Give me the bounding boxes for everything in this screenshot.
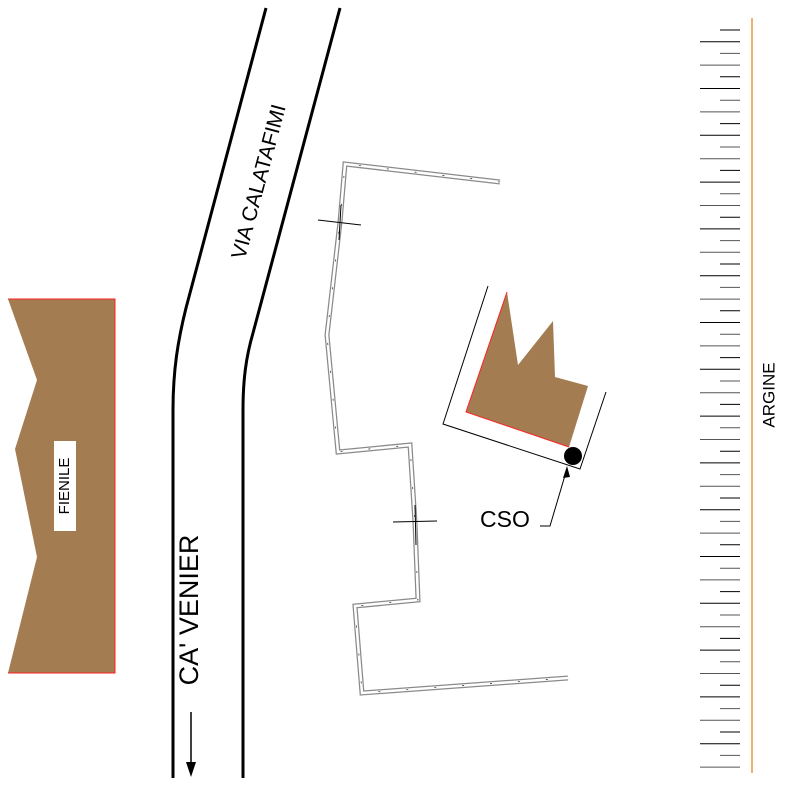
barn-fienile: FIENILE: [8, 298, 116, 674]
road-label-ca-venier: CA' VENIER: [174, 535, 204, 686]
road-edge-east: [241, 7, 342, 778]
arrow-down-icon: [186, 712, 196, 777]
embankment-label-argine: ARGINE: [759, 362, 778, 427]
barn-label: FIENILE: [56, 458, 73, 515]
embankment-ticks: [700, 29, 740, 768]
building-plot: [442, 285, 607, 470]
road-label-via-calatafimi: VIA CALATAFIMI: [227, 102, 290, 262]
outfall-leader: [540, 466, 570, 527]
road-edge-west: [171, 7, 268, 778]
crosshair-icon: [317, 204, 362, 241]
crosshair-icon: [392, 504, 438, 546]
outfall-label-cso: CSO: [480, 506, 530, 532]
filled-circle-icon: [564, 447, 582, 465]
fence-line: [324, 161, 569, 696]
